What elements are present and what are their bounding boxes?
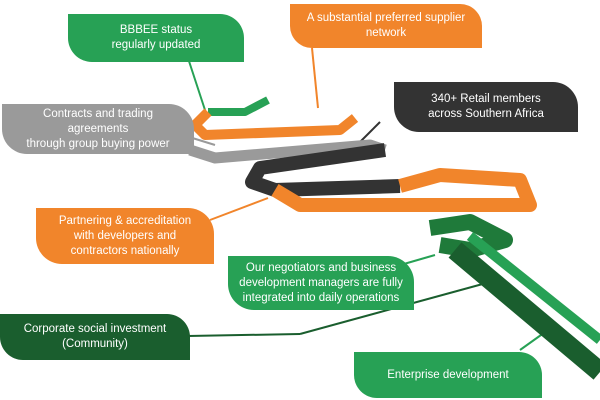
label-enterprise: Enterprise development: [354, 352, 542, 398]
ribbon-green-mid: [428, 214, 513, 258]
connector-retail: [359, 121, 381, 143]
ribbon-dark: [245, 143, 401, 197]
label-enterprise-text: Enterprise development: [387, 368, 509, 381]
label-contracts-text: Contracts and trading agreements through…: [26, 107, 170, 150]
label-bbbee: BBBEE status regularly updated: [68, 14, 244, 62]
label-bbbee-text: BBBEE status regularly updated: [111, 24, 201, 51]
label-partnering-text: Partnering & accreditation with develope…: [58, 214, 192, 257]
label-csi: Corporate social investment (Community): [0, 314, 190, 360]
label-supplier: A substantial preferred supplier network: [290, 4, 482, 48]
label-retail: 340+ Retail members across Southern Afri…: [394, 82, 578, 132]
connector-supplier: [311, 47, 319, 109]
label-negotiators: Our negotiators and business development…: [228, 256, 414, 310]
connector-csi: [187, 333, 301, 337]
label-csi-text: Corporate social investment (Community): [23, 323, 167, 350]
connector-partnering: [209, 197, 269, 221]
label-supplier-text: A substantial preferred supplier network: [306, 12, 466, 39]
label-contracts: Contracts and trading agreements through…: [2, 104, 194, 154]
ribbon-orange-mid: [271, 168, 537, 212]
label-retail-text: 340+ Retail members across Southern Afri…: [428, 93, 544, 120]
ribbon-green-top: [208, 96, 270, 116]
ribbon-green-bottom: [448, 242, 600, 380]
ribbon-orange-top: [190, 108, 359, 140]
label-partnering: Partnering & accreditation with develope…: [36, 208, 214, 264]
label-negotiators-text: Our negotiators and business development…: [239, 261, 403, 304]
ribbon-green-bottom-light: [466, 232, 600, 344]
